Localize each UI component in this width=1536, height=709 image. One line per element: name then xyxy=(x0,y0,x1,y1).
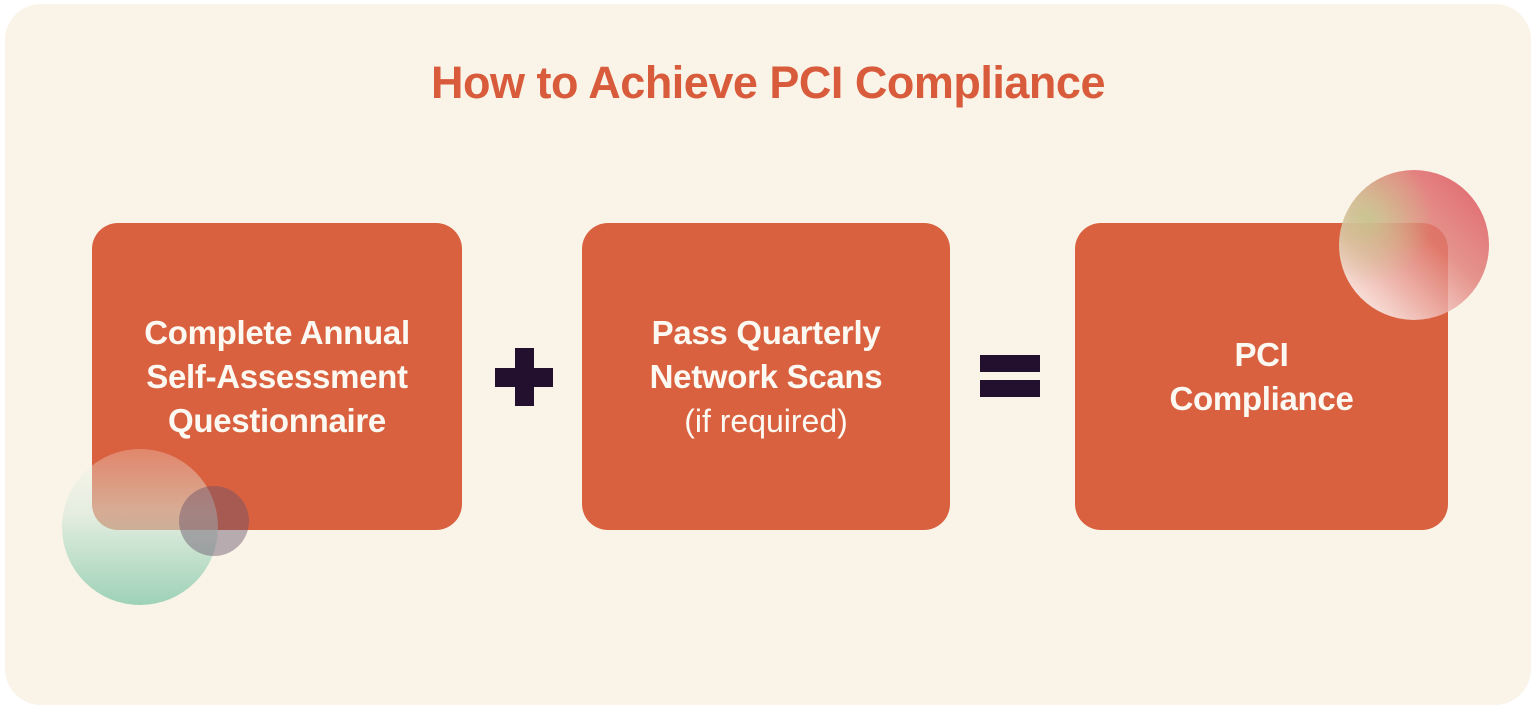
page-title: How to Achieve PCI Compliance xyxy=(431,57,1105,108)
equals-icon xyxy=(980,355,1040,397)
decorative-gray-circle xyxy=(179,486,249,556)
box-text-line: PCI xyxy=(1234,335,1289,373)
box-text-line: Self-Assessment xyxy=(146,357,408,395)
step-box-self-assessment: Complete Annual Self-Assessment Question… xyxy=(92,223,462,530)
result-box-pci-compliance: PCI Compliance xyxy=(1075,223,1448,530)
box-text-note: (if required) xyxy=(684,402,848,439)
box-text-line: Compliance xyxy=(1169,379,1354,417)
box-text-line: Pass Quarterly xyxy=(651,313,881,351)
decorative-pink-circle xyxy=(1339,170,1489,320)
box-text-line: Network Scans xyxy=(649,357,883,395)
box-text-line: Complete Annual xyxy=(144,313,410,351)
step-box-network-scans: Pass Quarterly Network Scans (if require… xyxy=(582,223,950,530)
plus-icon xyxy=(495,348,553,406)
box-text-line: Questionnaire xyxy=(168,401,386,439)
decorative-green-circle xyxy=(62,449,218,605)
